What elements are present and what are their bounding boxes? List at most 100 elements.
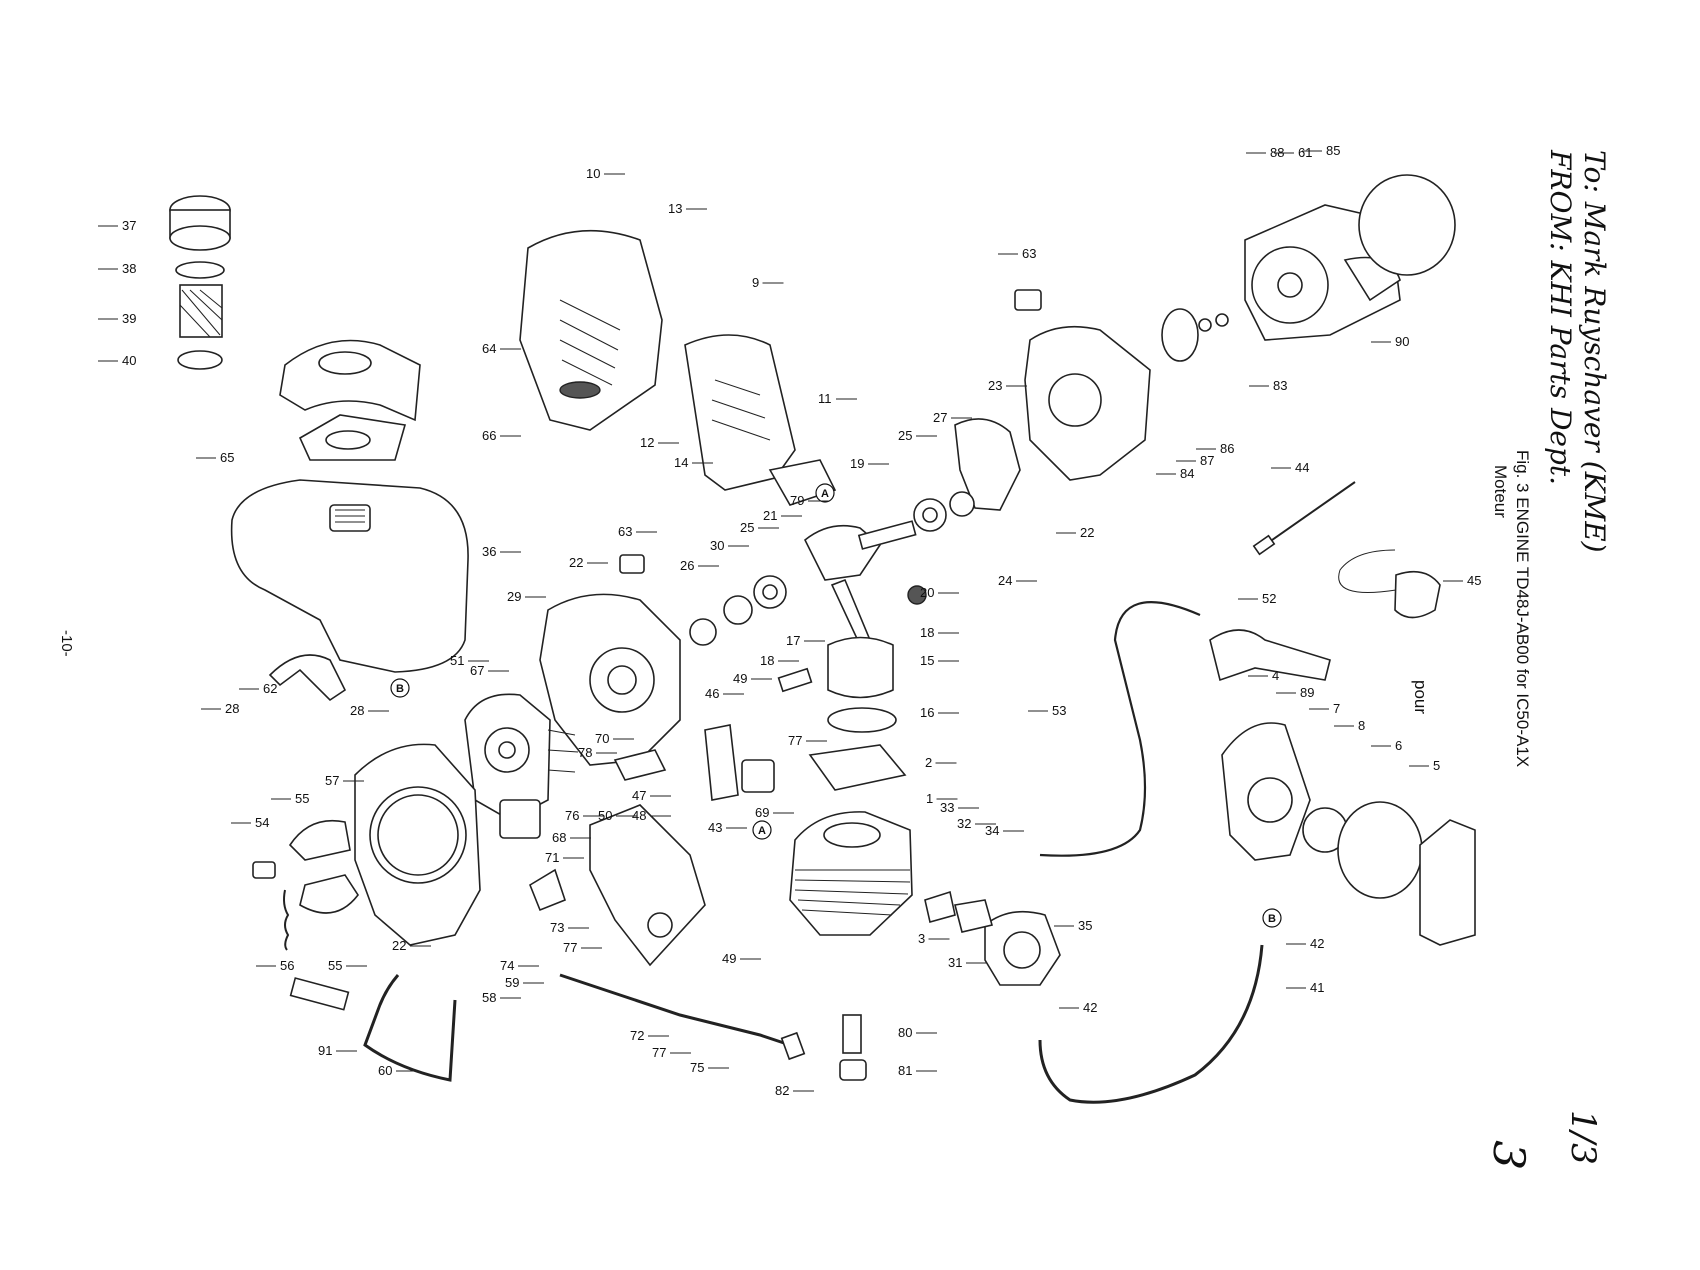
callout-81: 81 (898, 1063, 912, 1078)
callout-25b: 25 (740, 520, 754, 535)
callout-76: 76 (565, 808, 579, 823)
callout-79: 79 (790, 493, 804, 508)
oil-seal-26 (689, 618, 717, 646)
callout-51: 51 (450, 653, 464, 668)
svg-text:B: B (396, 683, 404, 695)
fuel-tank-36 (230, 479, 469, 673)
callout-43: 43 (708, 820, 722, 835)
callout-42a: 42 (1310, 936, 1324, 951)
callout-29: 29 (507, 589, 521, 604)
callout-89: 89 (1300, 685, 1314, 700)
callout-labels: 37 38 39 40 64 66 65 36 10 13 9 12 14 11… (122, 143, 1481, 1098)
figure-title: Fig. 3 ENGINE TD48J-AB00 for IC50-A1X (1513, 450, 1532, 767)
oil-seal-27 (949, 491, 975, 517)
page-number: -10- (58, 630, 75, 657)
callout-9: 9 (752, 275, 759, 290)
callout-77b: 77 (563, 940, 577, 955)
callout-34: 34 (985, 823, 999, 838)
callout-56: 56 (280, 958, 294, 973)
callout-57: 57 (325, 773, 339, 788)
handwritten-fraction: 1/3 (1563, 1110, 1603, 1165)
figure-subtitle-moteur: Moteur (1491, 465, 1510, 518)
callout-86: 86 (1220, 441, 1234, 456)
circlip-30 (723, 595, 753, 625)
callout-10: 10 (586, 166, 600, 181)
callout-4: 4 (1272, 668, 1279, 683)
callout-62: 62 (263, 681, 277, 696)
callout-67: 67 (470, 663, 484, 678)
engine-shroud-10 (519, 229, 663, 431)
callout-87: 87 (1200, 453, 1214, 468)
fuel-pipe-60 (363, 974, 457, 1082)
clutch-shoe-55a (288, 819, 351, 861)
callout-18a: 18 (920, 625, 934, 640)
callout-23: 23 (988, 378, 1002, 393)
cleaner-box-9 (684, 334, 796, 491)
starter-pulley-84 (1161, 308, 1199, 362)
gasket-33 (924, 890, 956, 923)
callout-25a: 25 (898, 428, 912, 443)
callout-49b: 49 (722, 951, 736, 966)
callout-91: 91 (318, 1043, 332, 1058)
decal-90 (1358, 174, 1456, 276)
callout-45: 45 (1467, 573, 1481, 588)
handwritten-page-mark: 3 (1482, 1139, 1535, 1171)
cylinder-gasket-2 (808, 744, 907, 791)
svg-text:A: A (821, 488, 829, 500)
figure-subtitle-pour: pour (1411, 680, 1430, 714)
callout-7: 7 (1333, 701, 1340, 716)
callout-13: 13 (668, 201, 682, 216)
callout-32: 32 (957, 816, 971, 831)
callout-8: 8 (1358, 718, 1365, 733)
callout-64: 64 (482, 341, 496, 356)
plate-46 (704, 724, 739, 801)
callout-22a: 22 (1080, 525, 1094, 540)
callout-40: 40 (122, 353, 136, 368)
callout-74: 74 (500, 958, 514, 973)
cylinder-cover-48 (589, 804, 706, 967)
strip-91 (289, 977, 350, 1011)
callout-61: 61 (1298, 145, 1312, 160)
ref-b-marker-2: B (1262, 908, 1282, 928)
callout-58: 58 (482, 990, 496, 1005)
callout-15: 15 (920, 653, 934, 668)
handwritten-from-line: FROM: KHI Parts Dept. (1544, 149, 1577, 485)
callout-69: 69 (755, 805, 769, 820)
callout-16: 16 (920, 705, 934, 720)
callout-26: 26 (680, 558, 694, 573)
callout-46: 46 (705, 686, 719, 701)
callout-53: 53 (1052, 703, 1066, 718)
element-6 (1337, 801, 1423, 899)
callout-63a: 63 (1022, 246, 1036, 261)
piston-15 (827, 636, 894, 699)
bracket-47 (613, 749, 667, 781)
ignition-coil-45 (1394, 570, 1441, 619)
callout-2: 2 (925, 755, 932, 770)
clutch-shoe-55b (299, 874, 359, 914)
callout-39: 39 (122, 311, 136, 326)
gasket-24 (954, 418, 1021, 511)
cover-5 (1419, 819, 1476, 946)
callout-12: 12 (640, 435, 654, 450)
fuel-cap-assembly (169, 195, 231, 370)
plug-cap-82 (780, 1031, 806, 1061)
callout-65: 65 (220, 450, 234, 465)
callout-5: 5 (1433, 758, 1440, 773)
plug-terminal-81 (839, 1059, 867, 1081)
ref-a-marker-2: A (752, 820, 772, 840)
ref-b-marker-1: B (390, 678, 410, 698)
callout-42b: 42 (1083, 1000, 1097, 1015)
callout-30: 30 (710, 538, 724, 553)
callout-49a: 49 (733, 671, 747, 686)
svg-text:B: B (1268, 913, 1276, 925)
lead-wire-44 (1261, 481, 1356, 548)
callout-20: 20 (920, 585, 934, 600)
callout-55a: 55 (295, 791, 309, 806)
callout-77c: 77 (652, 1045, 666, 1060)
piston-pin-17 (777, 667, 813, 693)
callout-28b: 28 (350, 703, 364, 718)
callout-80: 80 (898, 1025, 912, 1040)
callout-52: 52 (1262, 591, 1276, 606)
callout-24: 24 (998, 573, 1012, 588)
